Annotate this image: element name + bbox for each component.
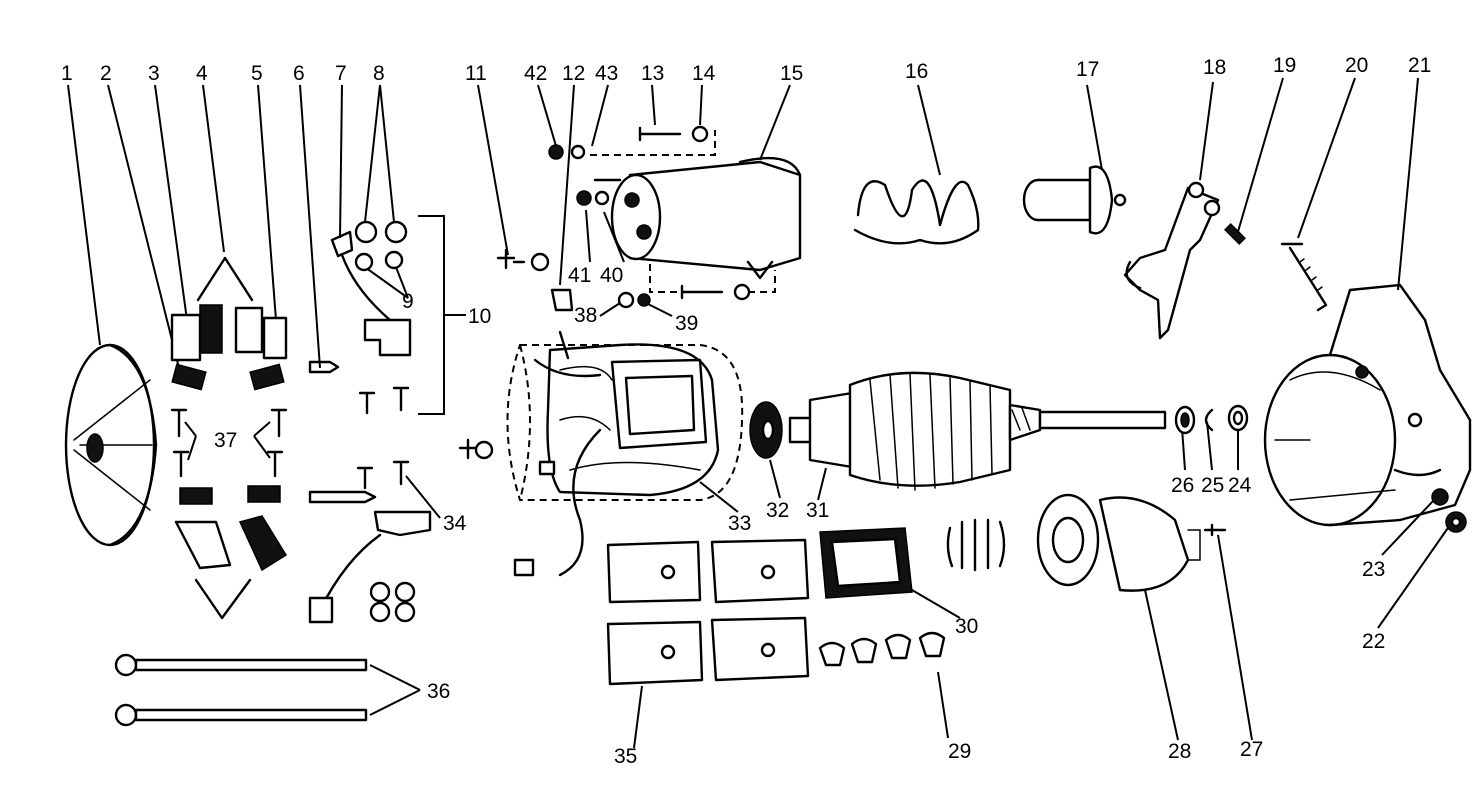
label-28: 28 [1168, 740, 1191, 763]
solenoid-switch [593, 156, 802, 280]
label-21: 21 [1408, 54, 1431, 77]
solenoid-hardware [548, 125, 776, 301]
label-15: 15 [780, 62, 803, 85]
label-11: 11 [465, 62, 487, 85]
label-19: 19 [1273, 54, 1296, 77]
label-16: 16 [905, 60, 928, 83]
label-20: 20 [1345, 54, 1368, 77]
brush-screws [170, 408, 288, 478]
brush-holders-lower [174, 485, 288, 620]
label-2: 2 [100, 62, 112, 85]
label-24: 24 [1228, 474, 1252, 497]
through-bolts [114, 653, 368, 727]
label-42: 42 [524, 62, 547, 85]
label-33: 33 [728, 512, 751, 535]
label-31: 31 [806, 499, 829, 522]
solenoid-gasket [819, 527, 913, 599]
label-38: 38 [574, 304, 597, 327]
part-number-labels: 1 2 3 4 5 6 7 8 9 10 11 42 12 43 13 14 1… [61, 54, 1431, 768]
label-29: 29 [948, 740, 971, 763]
solenoid-mounting-screw [458, 248, 550, 460]
label-5: 5 [251, 62, 263, 85]
pole-shoe-screws [818, 631, 946, 667]
pole-shoes [606, 538, 810, 686]
label-30: 30 [955, 615, 978, 638]
label-8: 8 [373, 62, 385, 85]
solenoid-plug-nuts [550, 288, 651, 312]
label-39: 39 [675, 312, 698, 335]
terminal-lead-upper [330, 230, 412, 357]
label-17: 17 [1076, 58, 1099, 81]
terminal-lead-lower [308, 510, 432, 624]
label-43: 43 [595, 62, 618, 85]
return-spring [853, 179, 980, 245]
drive-end-housing [1263, 283, 1472, 527]
lever-bolt [1280, 242, 1328, 312]
drive-retainer-pin [1203, 523, 1227, 537]
label-27: 27 [1240, 738, 1263, 761]
label-7: 7 [335, 62, 347, 85]
commutator-end-plate [64, 343, 158, 547]
shift-lever [1123, 181, 1221, 340]
label-13: 13 [641, 62, 664, 85]
brush-holders-upper [170, 256, 288, 391]
label-37: 37 [214, 429, 237, 452]
armature-thrust-washer [749, 401, 783, 459]
label-1: 1 [61, 62, 73, 85]
label-14: 14 [692, 62, 716, 85]
lever-pivot-pin [1224, 223, 1246, 245]
label-34: 34 [443, 512, 467, 535]
label-32: 32 [766, 499, 789, 522]
label-23: 23 [1362, 558, 1385, 581]
housing-bushings [1431, 488, 1467, 533]
label-36: 36 [427, 680, 450, 703]
label-22: 22 [1362, 630, 1385, 653]
solenoid-plunger [1022, 165, 1127, 235]
brush-pins [308, 360, 377, 504]
shaft-washers-clip [1174, 404, 1249, 435]
armature [788, 371, 1167, 491]
label-3: 3 [148, 62, 160, 85]
label-12: 12 [562, 62, 585, 85]
label-4: 4 [196, 62, 208, 85]
label-26: 26 [1171, 474, 1194, 497]
terminal-nuts-washers [354, 220, 408, 272]
drive-pinion-assembly [946, 493, 1201, 592]
terminal-screws [356, 386, 410, 490]
label-41: 41 [568, 264, 591, 287]
label-6: 6 [293, 62, 305, 85]
label-35: 35 [614, 745, 637, 768]
label-10: 10 [468, 305, 491, 328]
field-frame-assembly [506, 330, 744, 577]
label-25: 25 [1201, 474, 1224, 497]
leader-lines [67, 77, 1451, 749]
label-9: 9 [402, 290, 414, 313]
label-40: 40 [600, 264, 623, 287]
label-18: 18 [1203, 56, 1226, 79]
